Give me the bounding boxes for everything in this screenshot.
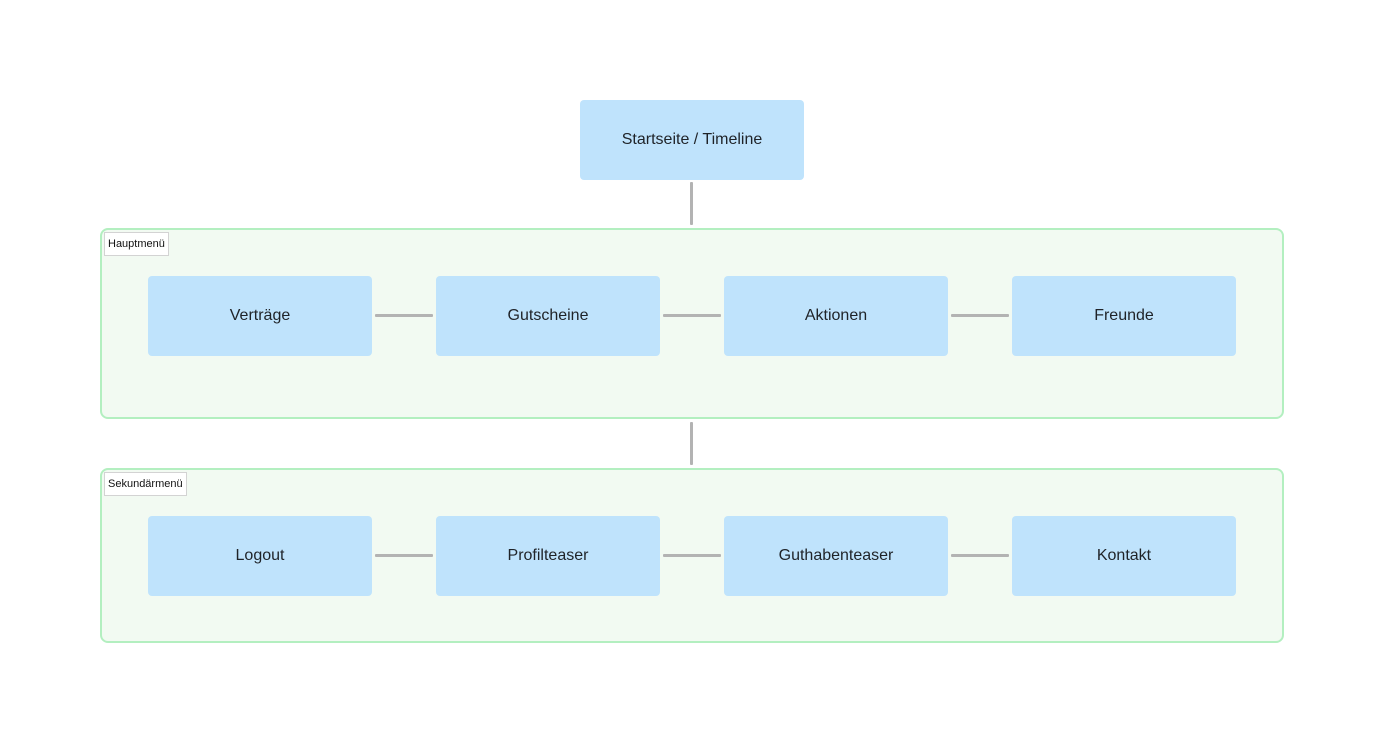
node-profilteaser[interactable]: Profilteaser <box>436 516 660 596</box>
group-label-sekundaermenue: Sekundärmenü <box>104 472 187 496</box>
node-label: Profilteaser <box>507 547 589 564</box>
connector-hauptmenue-to-sekundaermenue <box>690 422 693 465</box>
connector-profilteaser-guthabenteaser <box>663 554 721 557</box>
node-label: Kontakt <box>1096 547 1152 564</box>
connector-vertraege-gutscheine <box>375 314 433 317</box>
node-vertraege[interactable]: Verträge <box>148 276 372 356</box>
node-label: Startseite / Timeline <box>621 131 763 148</box>
connector-root-to-hauptmenue <box>690 182 693 225</box>
connector-logout-profilteaser <box>375 554 433 557</box>
node-label: Freunde <box>1094 307 1154 324</box>
node-label: Aktionen <box>804 307 868 324</box>
node-label: Gutscheine <box>507 307 589 324</box>
node-gutscheine[interactable]: Gutscheine <box>436 276 660 356</box>
node-guthabenteaser[interactable]: Guthabenteaser <box>724 516 948 596</box>
group-label-hauptmenue: Hauptmenü <box>104 232 169 256</box>
node-label: Verträge <box>229 307 291 324</box>
node-kontakt[interactable]: Kontakt <box>1012 516 1236 596</box>
connector-gutscheine-aktionen <box>663 314 721 317</box>
node-logout[interactable]: Logout <box>148 516 372 596</box>
connector-guthabenteaser-kontakt <box>951 554 1009 557</box>
node-label: Logout <box>235 547 285 564</box>
node-aktionen[interactable]: Aktionen <box>724 276 948 356</box>
connector-aktionen-freunde <box>951 314 1009 317</box>
node-startseite-timeline[interactable]: Startseite / Timeline <box>580 100 804 180</box>
node-label: Guthabenteaser <box>778 547 894 564</box>
node-freunde[interactable]: Freunde <box>1012 276 1236 356</box>
